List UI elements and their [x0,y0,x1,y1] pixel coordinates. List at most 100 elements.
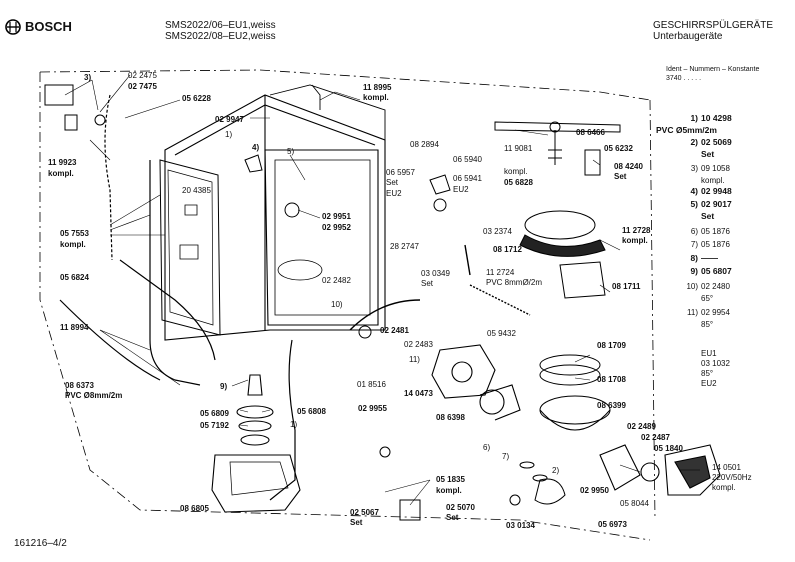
part-086373-pvc: PVC Ø8mm/2m [65,391,123,400]
legend-item-part: 02 9948 [701,186,732,196]
part-081708: 08 1708 [597,375,626,384]
part-056828: 05 6828 [504,178,533,187]
part-118994: 11 8994 [60,323,89,332]
part-057553: 05 7553 [60,229,89,238]
part-204385: 20 4385 [182,186,211,195]
part-022475: 02 2475 [128,71,157,80]
legend-item-part: 09 1058 [701,164,730,173]
part-051840: 05 1840 [654,444,683,453]
part-056228: 05 6228 [182,94,211,103]
label-3: 3) [84,73,92,82]
part-119081: 11 9081 [504,144,533,153]
label-1: 1) [225,130,233,139]
part-112724: 11 2724 [486,268,515,277]
legend-item-number: 10) [686,282,698,291]
legend-extra-0: EU1 [701,349,717,358]
motor-drawing [600,445,720,495]
part-086399: 08 6399 [597,401,626,410]
part-022481: 02 2481 [380,326,409,335]
part-025067: 02 5067 [350,508,379,517]
label-9: 9) [220,382,228,391]
legend-item-number: 9) [690,266,698,276]
legend-item: 6)05 1876 [668,221,730,239]
part-065941-eu2: EU2 [453,185,469,194]
legend-extra-3: EU2 [701,379,717,388]
part-029947: 02 9947 [215,115,244,124]
part-022483: 02 2483 [404,340,433,349]
part-025067-set: Set [350,518,363,527]
part-086805: 08 6805 [180,504,209,513]
legend-extra-1: 03 1032 [701,359,730,368]
legend-item-part: 02 9954 [701,308,730,317]
legend-item-number: 7) [690,240,698,249]
drain-hose-drawing [350,245,530,330]
lower-spray-arm-drawing [520,211,610,430]
label-11: 11) [409,355,420,364]
legend-item-sub: PVC Ø5mm/2m [656,125,717,135]
legend-item-part: 02 2480 [701,282,730,291]
part-059432: 05 9432 [487,329,516,338]
part-032374: 03 2374 [483,227,512,236]
part-058044: 05 8044 [620,499,649,508]
part-118995: 11 8995 [363,83,392,92]
part-081712: 08 1712 [493,245,522,254]
part-112728-kompl: kompl. [622,236,648,245]
part-084240: 08 4240 [614,162,643,171]
door-panel-drawing [160,160,220,335]
legend-item: 8)—— [668,248,718,266]
part-065957-set: Set [386,178,399,187]
part-030349-set: Set [421,279,434,288]
part-030134: 03 0134 [506,521,535,530]
legend-item-number: 1) [690,113,698,123]
pipes-drawing [60,95,295,500]
part-022487: 02 2487 [641,433,670,442]
part-065957-eu2: EU2 [386,189,402,198]
pump-drawing [432,345,520,420]
ident-label: Ident – Nummern – Konstante [666,66,760,73]
part-118995-kompl: kompl. [363,93,389,102]
part-086466: 08 6466 [576,128,605,137]
part-018516: 01 8516 [357,380,386,389]
part-140501: 14 0501 [712,463,741,472]
legend-item-part: 02 9017 [701,199,732,209]
label-7: 7) [502,452,510,461]
label-10: 10) [331,300,343,309]
part-081709: 08 1709 [597,341,626,350]
part-056808: 05 6808 [297,407,326,416]
legend-item-number: 5) [690,199,698,209]
part-022482: 02 2482 [322,276,351,285]
part-025070-set: Set [446,513,459,522]
part-030349: 03 0349 [421,269,450,278]
part-119923: 11 9923 [48,158,77,167]
part-086373: 08 6373 [65,381,94,390]
part-056828-kompl: kompl. [504,167,528,176]
legend-item-number: 3) [690,164,698,173]
part-057553-kompl: kompl. [60,240,86,249]
part-057192: 05 7192 [200,421,229,430]
ident-value: 3740 . . . . . [666,75,702,82]
legend-item-sub: Set [701,211,715,221]
part-056824: 05 6824 [60,273,89,282]
legend-extra-2: 85° [701,369,714,378]
part-081711: 08 1711 [612,282,641,291]
category-line-1: GESCHIRRSPÜLGERÄTE [653,20,774,31]
part-051835-kompl: kompl. [436,486,462,495]
part-082894: 08 2894 [410,140,439,149]
part-140501-kompl: kompl. [712,483,736,492]
model-line-2: SMS2022/08–EU2,weiss [165,31,276,42]
part-065957: 06 5957 [386,168,415,177]
legend-item-part: 05 6807 [701,266,732,276]
part-056232: 05 6232 [604,144,633,153]
spray-arm-drawing [495,122,620,175]
legend-item-number: 11) [687,308,698,317]
sump-drawing [212,375,300,512]
part-025070: 02 5070 [446,503,475,512]
part-282747: 28 2747 [390,242,419,251]
legend-item-number: 8) [690,253,698,263]
part-029955: 02 9955 [358,404,387,413]
tub-drawing [165,85,385,340]
part-022489: 02 2489 [627,422,656,431]
